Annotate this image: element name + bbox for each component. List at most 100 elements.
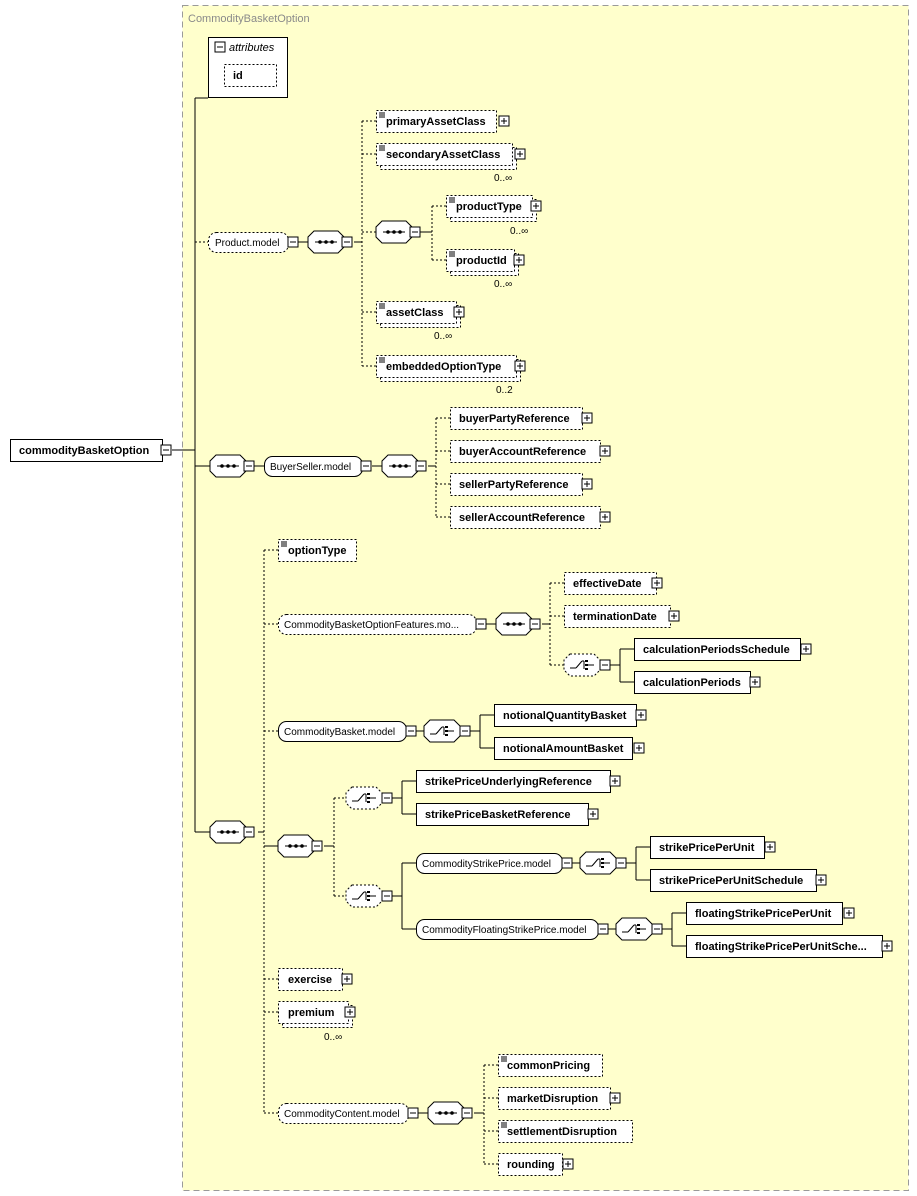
expand-icon[interactable]	[514, 148, 526, 160]
element-calculationPeriodsSchedule[interactable]: calculationPeriodsSchedule	[634, 638, 812, 661]
expand-icon[interactable]	[599, 445, 611, 457]
strike-price-choice-collapse-icon[interactable]	[381, 890, 393, 902]
element-marketDisruption[interactable]: marketDisruption	[498, 1087, 621, 1110]
element-buyerAccountReference[interactable]: buyerAccountReference	[450, 440, 611, 463]
strike-reference-choice-collapse-icon[interactable]	[381, 792, 393, 804]
strike-price-model-collapse-icon[interactable]	[561, 857, 573, 869]
element-notionalAmountBasket[interactable]: notionalAmountBasket	[494, 737, 645, 760]
features-model-collapse-icon[interactable]	[475, 618, 487, 630]
features-model-group[interactable]: CommodityBasketOptionFeatures.mo...	[278, 614, 487, 635]
element-productId[interactable]: productId 0..∞	[446, 249, 525, 291]
root-element[interactable]: commodityBasketOption	[10, 439, 172, 462]
attributes-collapse-icon[interactable]	[214, 41, 226, 53]
product-model-group[interactable]: Product.model	[208, 232, 299, 253]
expand-icon[interactable]	[587, 808, 599, 820]
content-sequence-collapse-icon[interactable]	[461, 1107, 473, 1119]
basket-model-collapse-icon[interactable]	[405, 725, 417, 737]
product-choice-sequence-collapse-icon[interactable]	[409, 226, 421, 238]
element-sellerAccountReference[interactable]: sellerAccountReference	[450, 506, 611, 529]
element-premium[interactable]: premium 0..∞	[278, 1001, 356, 1044]
element-calculationPeriods[interactable]: calculationPeriods	[634, 671, 761, 694]
root-label: commodityBasketOption	[19, 445, 149, 457]
element-label: exercise	[288, 974, 332, 986]
element-productType[interactable]: productType 0..∞	[446, 195, 542, 238]
expand-icon[interactable]	[344, 1006, 356, 1018]
expand-icon[interactable]	[530, 200, 542, 212]
expand-icon[interactable]	[609, 1092, 621, 1104]
element-assetClass[interactable]: assetClass 0..∞	[376, 301, 465, 343]
element-label: marketDisruption	[507, 1093, 598, 1105]
element-label: settlementDisruption	[507, 1126, 617, 1138]
expand-icon[interactable]	[635, 709, 647, 721]
expand-icon[interactable]	[581, 478, 593, 490]
expand-icon[interactable]	[514, 360, 526, 372]
expand-icon[interactable]	[609, 775, 621, 787]
floating-model-choice-collapse-icon[interactable]	[651, 923, 663, 935]
root-collapse-icon[interactable]	[160, 444, 172, 456]
element-secondaryAssetClass[interactable]: secondaryAssetClass 0..∞	[376, 143, 526, 185]
expand-icon[interactable]	[843, 907, 855, 919]
expand-icon[interactable]	[513, 254, 525, 266]
element-embeddedOptionType[interactable]: embeddedOptionType 0..2	[376, 355, 526, 397]
buyer-seller-model-collapse-icon[interactable]	[360, 460, 372, 472]
expand-icon[interactable]	[815, 874, 827, 886]
basket-choice-collapse-icon[interactable]	[459, 725, 471, 737]
element-sellerPartyReference[interactable]: sellerPartyReference	[450, 473, 593, 496]
buyer-seller-sequence-collapse-icon[interactable]	[415, 460, 427, 472]
strike-price-model-choice-collapse-icon[interactable]	[615, 857, 627, 869]
buyer-seller-sequence-icon	[381, 454, 419, 478]
expand-icon[interactable]	[599, 511, 611, 523]
main-sequence-1-collapse-icon[interactable]	[243, 460, 255, 472]
product-model-collapse-icon[interactable]	[287, 236, 299, 248]
expand-icon[interactable]	[633, 742, 645, 754]
element-floatingStrikePricePerUnit[interactable]: floatingStrikePricePerUnit	[686, 902, 855, 925]
expand-icon[interactable]	[668, 610, 680, 622]
element-floatingStrikePricePerUnitSchedule[interactable]: floatingStrikePricePerUnitSche...	[686, 935, 893, 958]
buyer-seller-model-group[interactable]: BuyerSeller.model	[264, 456, 372, 477]
expand-icon[interactable]	[581, 412, 593, 424]
element-label: floatingStrikePricePerUnitSche...	[695, 941, 867, 953]
element-optionType[interactable]: optionType	[278, 539, 357, 562]
element-primaryAssetClass[interactable]: primaryAssetClass	[376, 110, 510, 133]
element-buyerPartyReference[interactable]: buyerPartyReference	[450, 407, 593, 430]
element-label: strikePricePerUnit	[659, 842, 755, 854]
floating-strike-price-model-group[interactable]: CommodityFloatingStrikePrice.model	[416, 919, 609, 940]
expand-icon[interactable]	[562, 1158, 574, 1170]
expand-icon[interactable]	[651, 577, 663, 589]
element-strikePriceUnderlyingReference[interactable]: strikePriceUnderlyingReference	[416, 770, 621, 793]
element-settlementDisruption[interactable]: settlementDisruption	[498, 1120, 633, 1143]
strike-price-model-group[interactable]: CommodityStrikePrice.model	[416, 853, 573, 874]
expand-icon[interactable]	[453, 306, 465, 318]
expand-icon[interactable]	[341, 973, 353, 985]
features-sequence-collapse-icon[interactable]	[529, 618, 541, 630]
strike-sequence-collapse-icon[interactable]	[311, 840, 323, 852]
type-container	[182, 5, 909, 1191]
content-model-collapse-icon[interactable]	[407, 1107, 419, 1119]
product-model-label: Product.model	[215, 238, 279, 249]
content-model-group[interactable]: CommodityContent.model	[278, 1103, 419, 1124]
element-commonPricing[interactable]: commonPricing	[498, 1054, 603, 1077]
element-terminationDate[interactable]: terminationDate	[564, 605, 680, 628]
floating-model-collapse-icon[interactable]	[597, 923, 609, 935]
element-exercise[interactable]: exercise	[278, 968, 353, 991]
element-notionalQuantityBasket[interactable]: notionalQuantityBasket	[494, 704, 647, 727]
expand-icon[interactable]	[498, 115, 510, 127]
main-sequence-2-collapse-icon[interactable]	[243, 826, 255, 838]
element-strikePricePerUnit[interactable]: strikePricePerUnit	[650, 836, 776, 859]
element-strikePricePerUnitSchedule[interactable]: strikePricePerUnitSchedule	[650, 869, 827, 892]
expand-icon[interactable]	[764, 841, 776, 853]
element-rounding[interactable]: rounding	[498, 1153, 574, 1176]
expand-icon[interactable]	[881, 940, 893, 952]
basket-model-group[interactable]: CommodityBasket.model	[278, 721, 417, 742]
element-effectiveDate[interactable]: effectiveDate	[564, 572, 663, 595]
strike-reference-choice-icon	[345, 786, 383, 810]
cardinality: 0..∞	[324, 1032, 342, 1043]
calculation-periods-choice-collapse-icon[interactable]	[599, 659, 611, 671]
product-model-sequence-collapse-icon[interactable]	[341, 236, 353, 248]
element-label: sellerPartyReference	[459, 479, 568, 491]
product-choice-sequence-icon	[375, 220, 413, 244]
expand-icon[interactable]	[749, 676, 761, 688]
element-strikePriceBasketReference[interactable]: strikePriceBasketReference	[416, 803, 599, 826]
expand-icon[interactable]	[800, 643, 812, 655]
features-sequence-icon	[495, 612, 533, 636]
